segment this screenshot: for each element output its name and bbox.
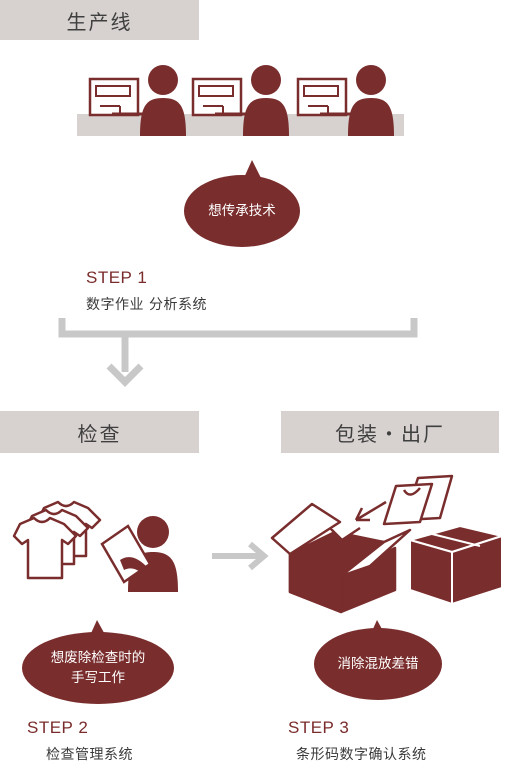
header-inspection-label: 检查 xyxy=(77,421,122,446)
bracket-line xyxy=(58,318,418,338)
arrow-into-box-icon xyxy=(354,500,387,522)
bubble-label-line1: 想废除检查时的 xyxy=(50,650,146,666)
bubble-label: 想传承技术 xyxy=(208,203,276,219)
speech-bubble-eliminate-errors xyxy=(314,620,442,700)
speech-bubble-no-handwriting xyxy=(22,620,174,704)
header-inspection: 检查 xyxy=(0,411,199,453)
step-3-label: STEP 3 xyxy=(288,718,350,737)
step-1-label: STEP 1 xyxy=(86,268,148,287)
sewing-machine-worker-icon xyxy=(296,65,394,136)
arrow-right-icon xyxy=(212,541,269,571)
bubble-label: 消除混放差错 xyxy=(337,656,419,672)
step-1-description: 数字作业 分析系统 xyxy=(86,297,207,313)
bubble-text-eliminate-errors: 消除混放差错 xyxy=(314,654,442,674)
sewing-machine-worker-icon xyxy=(88,65,186,136)
header-production-line-label: 生产线 xyxy=(66,9,133,34)
worker-with-tablet-icon xyxy=(100,516,178,592)
bubble-text-pass-on-skills: 想传承技术 xyxy=(184,201,300,221)
open-box-icon xyxy=(270,502,412,614)
step-2-label: STEP 2 xyxy=(27,718,89,737)
bubble-label-line2: 手写工作 xyxy=(71,670,125,686)
tshirt-stack-icon xyxy=(12,500,102,580)
arrow-down-icon xyxy=(106,363,144,387)
header-packaging-label: 包装・出厂 xyxy=(335,421,445,446)
sewing-machine-worker-icon xyxy=(191,65,289,136)
step-2-description: 检查管理系统 xyxy=(46,747,133,763)
header-production-line: 生产线 xyxy=(0,0,199,40)
header-packaging: 包装・出厂 xyxy=(281,411,499,453)
tshirt-folded-icon xyxy=(382,474,454,526)
bubble-text-no-handwriting: 想废除检查时的 手写工作 xyxy=(22,648,174,688)
closed-box-icon xyxy=(409,525,503,605)
step-3-description: 条形码数字确认系统 xyxy=(296,747,427,763)
speech-bubble-pass-on-skills xyxy=(184,160,300,247)
